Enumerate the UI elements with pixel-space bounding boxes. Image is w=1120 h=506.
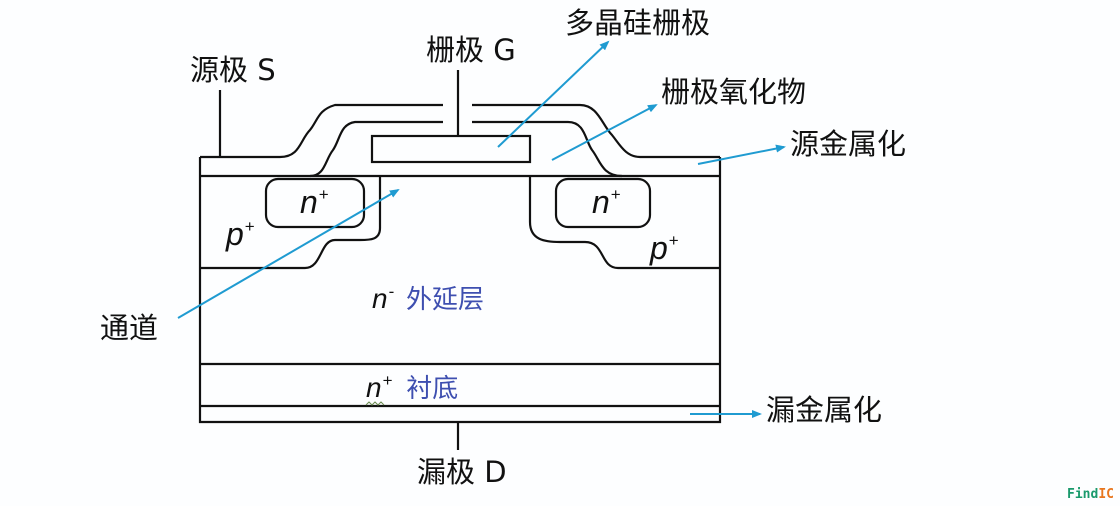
watermark-ic: IC [1098, 487, 1114, 502]
channel-label: 通道 [100, 311, 159, 345]
source-metal-contour [200, 103, 720, 159]
substrate-text: 衬底 [406, 374, 459, 404]
arrow-channel [177, 188, 400, 319]
arrow-gate-oxide [551, 104, 658, 161]
drain-metal-label: 漏金属化 [766, 393, 883, 427]
watermark-find: Find [1067, 487, 1099, 502]
right-n-plus [554, 177, 652, 229]
left-n-plus-label: n+ [300, 184, 329, 220]
source-metal-label: 源金属化 [790, 127, 907, 161]
substrate-marker [365, 401, 385, 406]
watermark: FindIC [1067, 487, 1114, 502]
epi-layer-text: 外延层 [406, 285, 485, 315]
device-outline [198, 157, 722, 424]
arrow-poly-gate [497, 40, 610, 148]
gate-oxide-contour [309, 120, 623, 178]
left-p-plus-label: p+ [226, 216, 255, 252]
substrate-label: n+ 衬底 [366, 371, 459, 404]
poly-gate-rect [370, 134, 532, 164]
source-label: 源极 S [190, 53, 276, 87]
right-n-plus-label: n+ [592, 184, 621, 220]
drain-label: 漏极 D [417, 455, 507, 489]
gate-oxide-label: 栅极氧化物 [661, 75, 807, 109]
arrow-source-metal [697, 144, 786, 165]
left-p-well [200, 176, 382, 270]
poly-gate-label: 多晶硅栅极 [565, 6, 711, 40]
right-p-well [528, 176, 720, 270]
gate-label: 栅极 G [426, 33, 516, 67]
right-p-plus-label: p+ [650, 230, 679, 266]
left-n-plus [264, 177, 366, 229]
epi-layer-label: n- 外延层 [372, 282, 485, 315]
